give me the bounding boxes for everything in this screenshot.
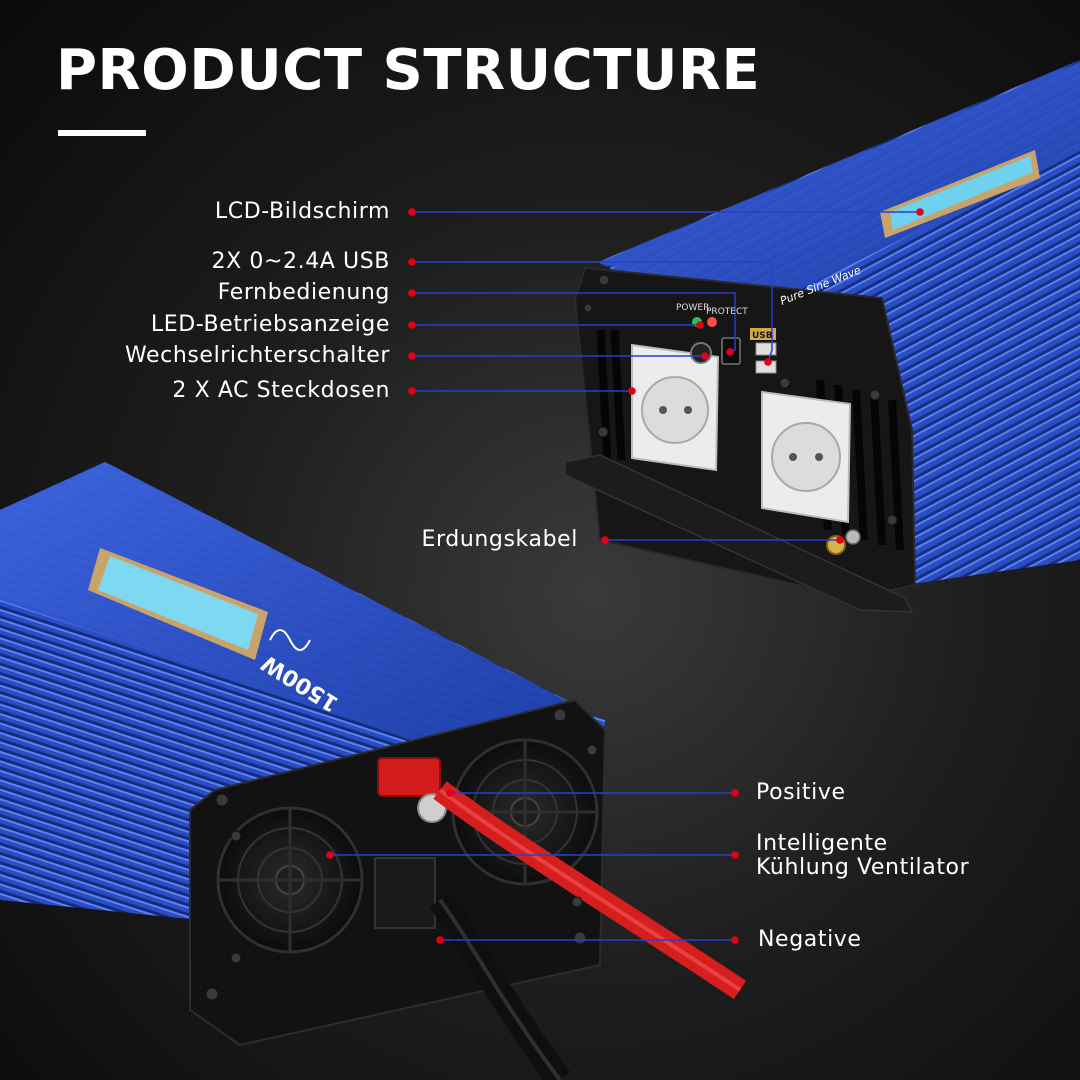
ac-socket-2 [761,390,852,524]
callout-fan-line-2: Kühlung Ventilator [756,855,970,880]
sine-wave-icon [269,629,311,651]
dot-positive [731,789,739,797]
protect-panel-label: PROTECT [706,307,748,317]
dot-ac [408,387,416,395]
callout-remote: Fernbedienung [217,280,390,305]
callout-lcd: LCD-Bildschirm [214,199,390,224]
dot-remote [408,289,416,297]
callout-fan-line-1: Intelligente [756,831,888,856]
dot-ground [601,536,609,544]
power-panel-label: POWER [676,303,709,313]
ac-socket-1 [631,343,720,472]
protect-led-icon [707,317,717,327]
callout-dots [326,208,924,944]
usb-port-1-icon [755,342,777,356]
dot-lcd [408,208,416,216]
callout-positive: Positive [756,780,846,805]
callout-leaders [330,211,920,941]
cooling-fan-2 [451,738,599,886]
callout-ac: 2 X AC Steckdosen [172,378,390,403]
usb-badge [750,328,776,340]
positive-terminal-cap-icon [377,757,441,797]
negative-terminal-icon [374,857,436,929]
dot-switch [408,352,416,360]
callout-led: LED-Betriebsanzeige [150,312,390,337]
title-underline [58,130,146,136]
dot-usb [408,258,416,266]
power-switch-icon [690,342,712,364]
dot-led [408,321,416,329]
dc-side-inverter [0,462,747,1080]
dot-fan [731,851,739,859]
page-title: PRODUCT STRUCTURE [56,38,761,103]
callout-usb: 2X 0~2.4A USB [211,249,390,274]
callout-ground: Erdungskabel [421,527,578,552]
callout-switch: Wechselrichterschalter [124,343,390,368]
usb-panel-label: USB [752,331,773,341]
callout-negative: Negative [758,927,862,952]
ac-side-inverter [564,60,1080,613]
cooling-fan-1 [216,806,364,954]
dot-negative [731,936,739,944]
callout-fan: Intelligente Kühlung Ventilator [756,832,969,880]
